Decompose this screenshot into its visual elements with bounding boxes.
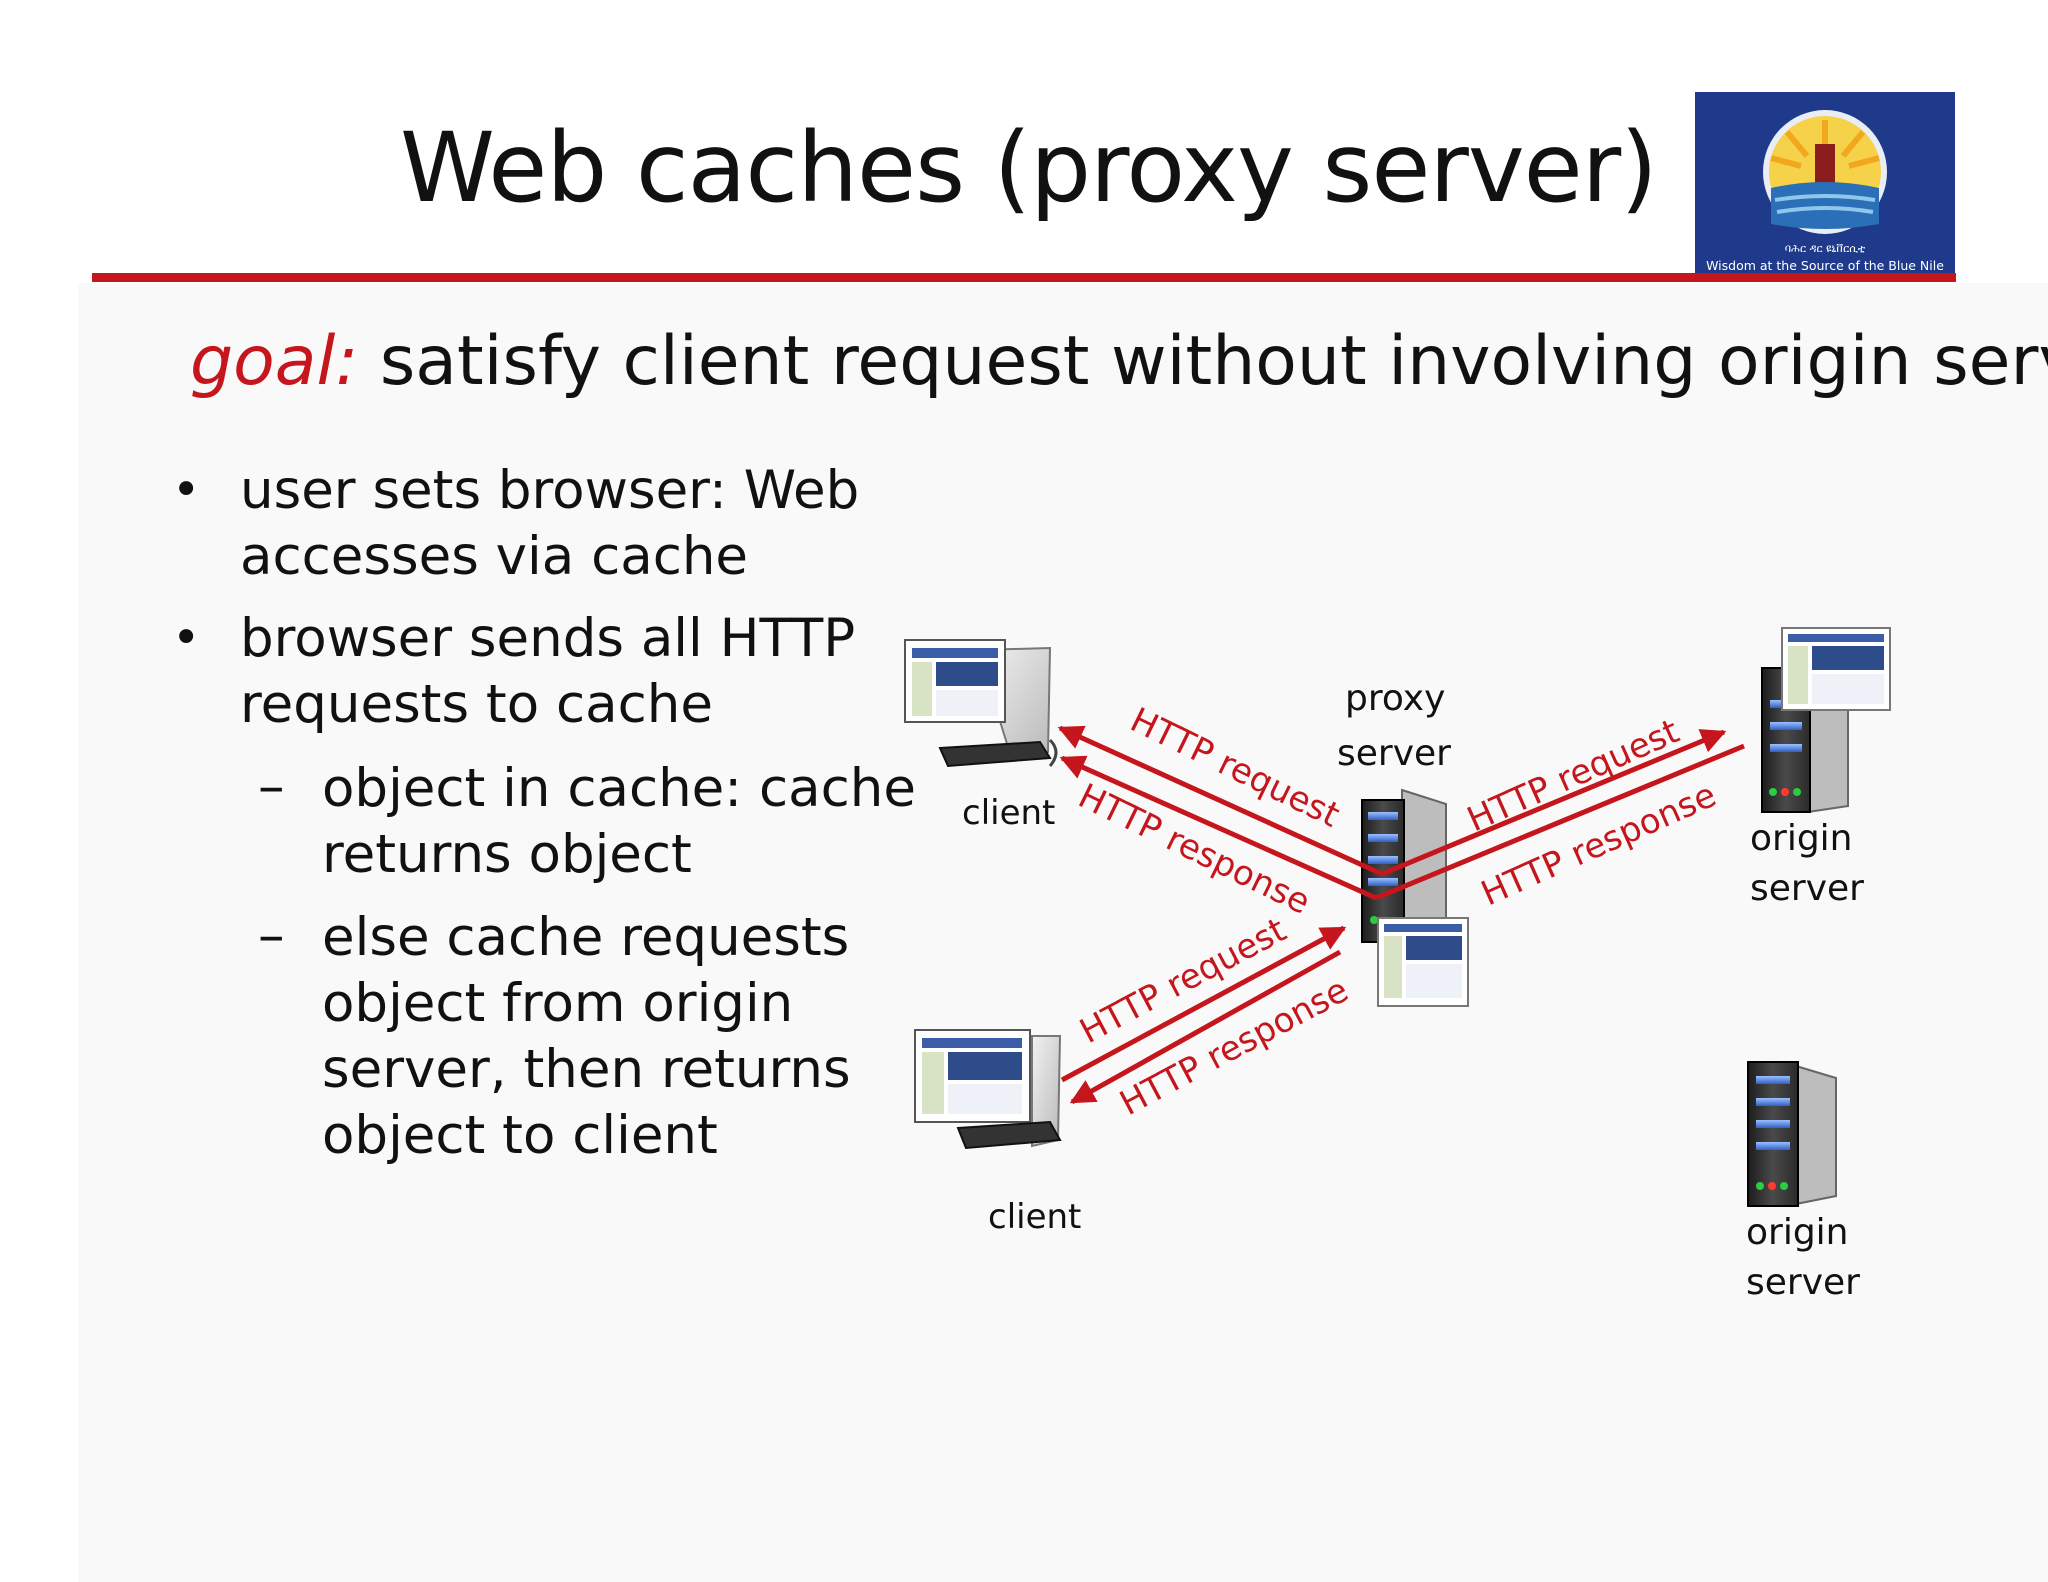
arrow-bl-request: [1060, 925, 1347, 1083]
client-top-label: client: [962, 793, 1055, 833]
goal-text: satisfy client request without involving…: [358, 322, 2048, 401]
client-bottom-label: client: [988, 1197, 1081, 1237]
client-computer-bottom: [914, 1029, 1062, 1150]
arrow-tl-response: [1059, 755, 1378, 901]
arrow-tr-response: [1375, 743, 1745, 901]
sub-bullet-2-line-3: server, then returns: [322, 1039, 851, 1100]
goal-line: goal: satisfy client request without inv…: [190, 322, 2048, 401]
origin-bottom-label-line-2: server: [1746, 1262, 1860, 1303]
origin-server-bottom-icon: [1747, 1061, 1837, 1207]
client-computer-top: [904, 639, 1058, 768]
sub-bullet-dash: –: [258, 905, 285, 966]
slide-title: Web caches (proxy server): [400, 112, 1658, 224]
bullet-dot: •: [172, 462, 201, 518]
sub-bullet-2-line-2: object from origin: [322, 973, 794, 1034]
origin-server-top-icon: [1761, 627, 1891, 814]
sub-bullet-2-line-4: object to client: [322, 1105, 718, 1166]
sub-bullet-1-line-1: object in cache: cache: [322, 758, 916, 819]
proxy-label-line-1: proxy: [1345, 678, 1445, 719]
bullet-1-line-1: user sets browser: Web: [240, 460, 860, 521]
title-rule: [92, 273, 1956, 282]
proxy-label-line-2: server: [1337, 733, 1451, 774]
sub-bullet-dash: –: [258, 756, 285, 817]
university-logo: ባሕር ዳር ዩኒቨርሲቲ Wisdom at the Source of th…: [1695, 92, 1955, 277]
goal-label: goal:: [190, 322, 359, 401]
bullet-2-line-1: browser sends all HTTP: [240, 608, 856, 669]
slide-background: [78, 283, 2048, 1582]
arrow-tl-request: [1057, 725, 1384, 877]
origin-top-label-line-1: origin: [1750, 818, 1853, 859]
arrow-bl-response: [1069, 949, 1342, 1105]
logo-script-line: ባሕር ዳር ዩኒቨርሲቲ: [1785, 242, 1866, 255]
bullet-2-line-2: requests to cache: [240, 674, 713, 735]
arrow-tr-request: [1381, 729, 1727, 877]
sub-bullet-2-line-1: else cache requests: [322, 907, 850, 968]
proxy-server-icon: [1361, 788, 1469, 1007]
sub-bullet-1-line-2: returns object: [322, 824, 692, 885]
bullet-dot: •: [172, 610, 201, 666]
bullet-1-line-2: accesses via cache: [240, 526, 749, 587]
origin-top-label-line-2: server: [1750, 868, 1864, 909]
logo-caption: Wisdom at the Source of the Blue Nile: [1706, 258, 1944, 273]
origin-bottom-label-line-1: origin: [1746, 1212, 1849, 1253]
